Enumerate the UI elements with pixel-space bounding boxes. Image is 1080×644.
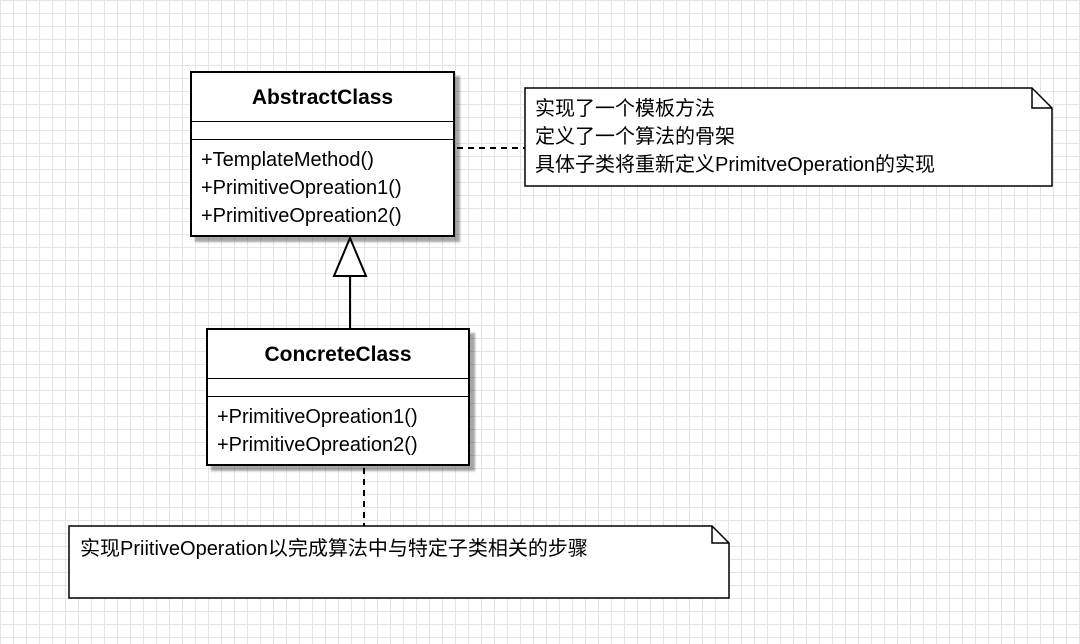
abstract-class-attributes (192, 122, 453, 140)
concrete-class-attributes (208, 379, 468, 397)
note-template-text[interactable]: 实现了一个模板方法 定义了一个算法的骨架 具体子类将重新定义PrimitveOp… (535, 95, 935, 179)
note-line: 实现了一个模板方法 (535, 98, 715, 120)
note-concrete-shape (68, 525, 730, 599)
abstract-class-name: AbstractClass (192, 73, 453, 122)
operation: +PrimitiveOpreation1() (201, 177, 402, 199)
note-line: 定义了一个算法的骨架 (535, 126, 735, 148)
abstract-class-operations: +TemplateMethod() +PrimitiveOpreation1()… (192, 140, 453, 230)
operation: +PrimitiveOpreation2() (201, 205, 402, 227)
operation: +PrimitiveOpreation1() (217, 406, 418, 428)
note-template-shape (524, 87, 1053, 187)
abstract-class-box[interactable]: AbstractClass +TemplateMethod() +Primiti… (190, 71, 455, 237)
concrete-class-name: ConcreteClass (208, 330, 468, 379)
generalization-arrowhead (332, 235, 368, 277)
note-concrete-fold (711, 526, 729, 544)
concrete-class-box[interactable]: ConcreteClass +PrimitiveOpreation1() +Pr… (206, 328, 470, 466)
note-line: 具体子类将重新定义PrimitveOperation的实现 (535, 154, 936, 176)
note-concrete-text[interactable]: 实现PriitiveOperation以完成算法中与特定子类相关的步骤 (80, 538, 588, 560)
concrete-class-operations: +PrimitiveOpreation1() +PrimitiveOpreati… (208, 397, 468, 459)
note-template-fold (1031, 88, 1052, 109)
operation: +PrimitiveOpreation2() (217, 434, 418, 456)
operation: +TemplateMethod() (201, 149, 374, 171)
